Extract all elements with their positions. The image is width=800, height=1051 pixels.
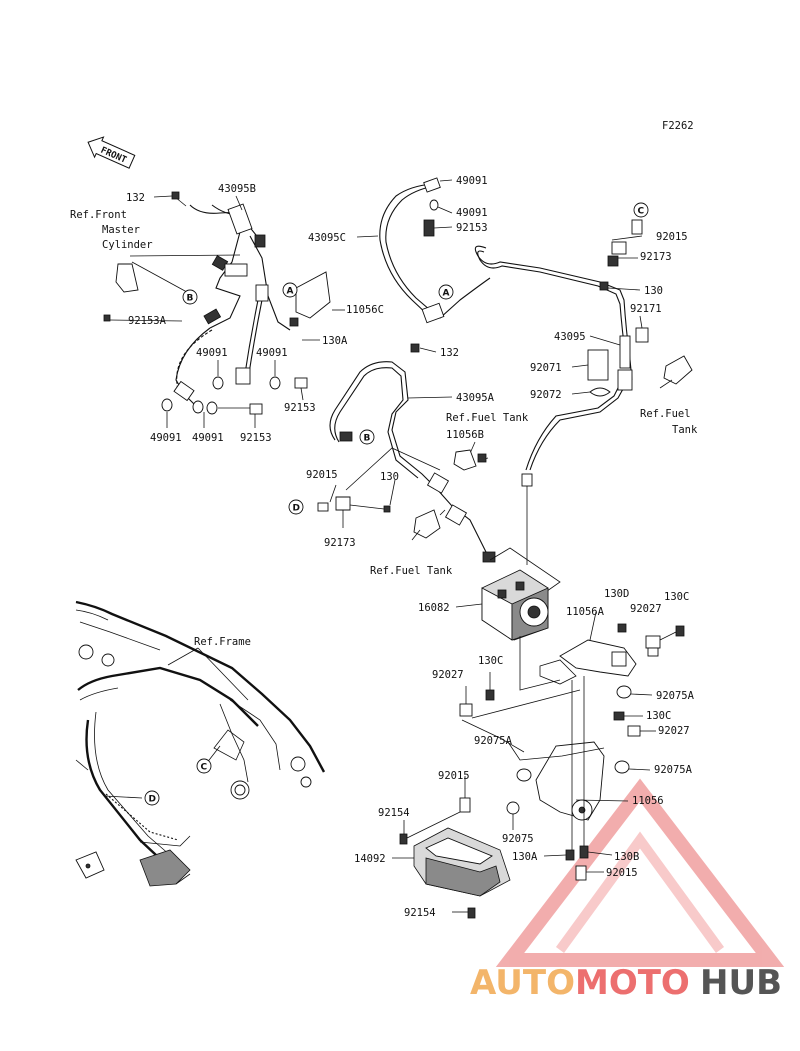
part-label: 49091 <box>150 432 182 444</box>
part-label: 43095A <box>456 392 495 404</box>
part-label: 132 <box>440 347 459 359</box>
watermark-logo: AUTO MOTO HUB <box>470 963 782 1003</box>
marker-text: A <box>287 287 294 297</box>
marker-text: C <box>638 207 645 217</box>
part-label: 130D <box>604 588 629 600</box>
abs-unit <box>455 547 561 641</box>
marker-text: A <box>443 289 450 299</box>
part-label: 92154 <box>378 807 410 819</box>
part-label: 92027 <box>630 603 662 615</box>
part-label: 16082 <box>418 602 450 614</box>
marker-text: B <box>187 294 194 304</box>
part-label: 14092 <box>354 853 386 865</box>
part-label: Ref.Front <box>70 209 127 221</box>
part-label: 132 <box>126 192 145 204</box>
part-label: 92015 <box>306 469 338 481</box>
part-label: 130A <box>512 851 538 863</box>
part-label: 92075A <box>654 764 693 776</box>
part-label: 92173 <box>640 251 672 263</box>
part-label: 49091 <box>196 347 228 359</box>
watermark-part-auto: AUTO <box>470 963 575 1003</box>
marker-text: C <box>201 763 208 773</box>
ref-marker-d2: D <box>144 790 160 806</box>
part-label: 92015 <box>606 867 638 879</box>
center-brake-hoses <box>329 177 633 565</box>
part-label: 92154 <box>404 907 436 919</box>
ref-marker-a2: A <box>438 284 454 300</box>
part-labels: 132 43095B Ref.Front Master Cylinder 921… <box>70 175 698 919</box>
right-hose-parts <box>571 219 693 397</box>
part-label: 92027 <box>432 669 464 681</box>
part-label: Ref.Frame <box>194 636 251 648</box>
part-label: 49091 <box>256 347 288 359</box>
part-label: 130C <box>646 710 671 722</box>
part-label: 92153 <box>284 402 316 414</box>
figure-code: F2262 <box>662 120 694 132</box>
part-label: 92075 <box>502 833 534 845</box>
front-arrow-icon: FRONT <box>87 136 136 169</box>
part-label: Ref.Fuel Tank <box>370 565 453 577</box>
part-label: Ref.Fuel <box>640 408 691 420</box>
part-label: 11056A <box>566 606 605 618</box>
part-label: 130 <box>380 471 399 483</box>
part-label: 92075A <box>474 735 513 747</box>
part-label: 92153 <box>240 432 272 444</box>
part-label: 92171 <box>630 303 662 315</box>
ref-marker-b1: B <box>182 289 198 305</box>
part-label: 49091 <box>456 207 488 219</box>
part-label: 49091 <box>192 432 224 444</box>
part-label: 92027 <box>658 725 690 737</box>
part-label: 43095 <box>554 331 586 343</box>
part-label: 130C <box>478 655 503 667</box>
part-label: 92153A <box>128 315 167 327</box>
part-label: Master <box>102 224 140 236</box>
leader-lines-center <box>356 179 489 461</box>
frame-section <box>75 600 326 887</box>
part-label: 92015 <box>656 231 688 243</box>
marker-text: B <box>364 434 371 444</box>
ref-marker-c2: C <box>196 758 212 774</box>
leader-lines-left <box>109 195 345 428</box>
ref-marker-b2: B <box>359 429 375 445</box>
part-label: 92071 <box>530 362 562 374</box>
part-label: 130C <box>664 591 689 603</box>
part-label: 130B <box>614 851 639 863</box>
marker-text: D <box>293 504 300 514</box>
part-label: 92153 <box>456 222 488 234</box>
ref-marker-d1: D <box>288 499 304 515</box>
part-label: 11056B <box>446 429 484 441</box>
front-brake-hose-assembly <box>103 191 331 415</box>
part-label: 49091 <box>456 175 488 187</box>
part-label: 92072 <box>530 389 562 401</box>
part-label: Ref.Fuel Tank <box>446 412 529 424</box>
part-label: 92075A <box>656 690 695 702</box>
part-label: 11056C <box>346 304 384 316</box>
part-label: 92173 <box>324 537 356 549</box>
bracket-parts <box>317 447 487 541</box>
watermark-part-moto: MOTO <box>575 963 690 1003</box>
ref-marker-a1: A <box>282 282 298 298</box>
part-label: Cylinder <box>102 239 153 251</box>
watermark-part-hub: HUB <box>700 963 782 1003</box>
part-label: Tank <box>672 424 698 436</box>
part-label: 130 <box>644 285 663 297</box>
lower-bracket-assembly <box>392 611 685 919</box>
part-label: 130A <box>322 335 348 347</box>
part-label: 43095C <box>308 232 346 244</box>
part-label: 92015 <box>438 770 470 782</box>
marker-text: D <box>149 795 156 805</box>
ref-marker-c1: C <box>633 202 649 218</box>
part-label: 43095B <box>218 183 256 195</box>
part-label: 11056 <box>632 795 664 807</box>
watermark-triangle <box>495 778 785 967</box>
